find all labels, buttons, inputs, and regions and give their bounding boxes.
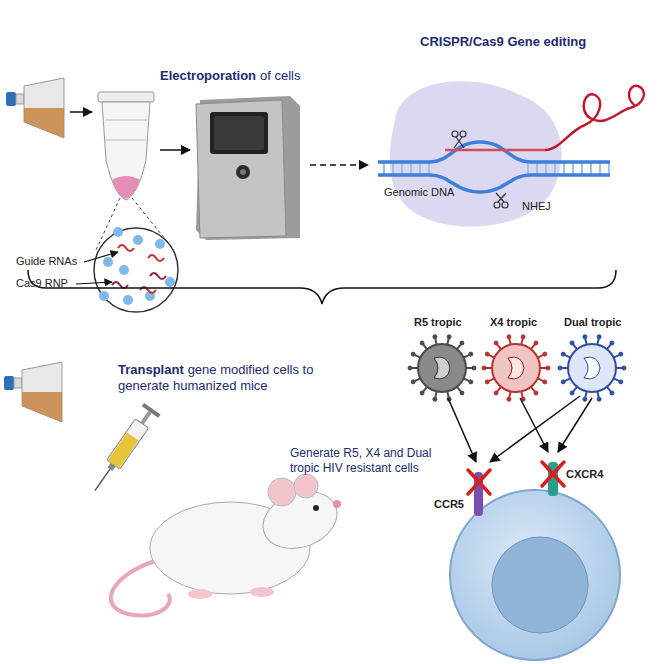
label: Electroporation [160, 68, 256, 83]
syringe [87, 403, 161, 496]
label: R5 tropic [414, 316, 462, 328]
flow-arrow [310, 164, 368, 166]
label: of cells [260, 68, 300, 83]
label: Cas9 RNP [16, 277, 68, 289]
electroporation-tube [98, 92, 154, 200]
flow-arrow [70, 111, 92, 113]
x4-virus [482, 335, 550, 401]
label-group: CXCR4 [566, 468, 603, 482]
label-group: Guide RNAs [16, 255, 77, 269]
label: Genomic DNA [384, 186, 454, 198]
cell [450, 462, 620, 660]
label-group: CRISPR/Cas9 Gene editing [420, 34, 586, 50]
label-group: NHEJ [522, 200, 551, 214]
binding-arrows [448, 396, 592, 462]
label: CXCR4 [566, 468, 603, 480]
label: Guide RNAs [16, 255, 77, 267]
culture-flask [4, 362, 62, 422]
label-group: Dual tropic [564, 316, 621, 330]
leader-arrow [76, 282, 112, 284]
label: Transplant [118, 362, 184, 377]
label-group: Transplantgene modified cells to generat… [118, 362, 338, 395]
zoom-circle [94, 227, 178, 312]
electroporator [196, 96, 300, 240]
dual-virus [558, 335, 626, 401]
mouse [111, 474, 345, 615]
label: X4 tropic [490, 316, 537, 328]
leader-arrow [84, 252, 118, 262]
label-group: R5 tropic [414, 316, 462, 330]
label: NHEJ [522, 200, 551, 212]
cas9-complex [378, 81, 644, 226]
r5-virus [408, 335, 476, 401]
label-group: Generate R5, X4 and Dual tropic HIV resi… [290, 446, 458, 476]
label-group: Genomic DNA [384, 186, 454, 200]
flow-arrow [160, 149, 190, 151]
label-group: CCR5 [434, 498, 464, 512]
label-group: Cas9 RNP [16, 277, 68, 291]
label: CRISPR/Cas9 Gene editing [420, 34, 586, 49]
label-group: X4 tropic [490, 316, 537, 330]
culture-flask [6, 78, 64, 138]
label-group: Electroporation of cells [160, 68, 340, 84]
label: Generate R5, X4 and Dual tropic HIV resi… [290, 446, 431, 475]
label: Dual tropic [564, 316, 621, 328]
label: CCR5 [434, 498, 464, 510]
bracket [28, 270, 616, 304]
